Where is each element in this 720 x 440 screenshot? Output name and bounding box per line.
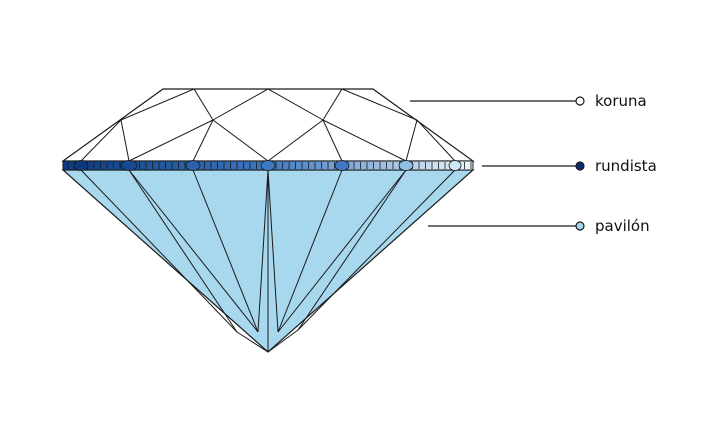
crown-marker (575, 96, 585, 106)
pavilion (61, 169, 475, 353)
leader-lines (410, 96, 585, 231)
label-crown: koruna (595, 92, 647, 110)
pavilion-marker (575, 221, 585, 231)
label-girdle: rundista (595, 157, 657, 175)
label-pavilion: pavilón (595, 217, 650, 235)
girdle (62, 160, 474, 171)
crown (61, 88, 475, 162)
girdle-marker (575, 161, 585, 171)
